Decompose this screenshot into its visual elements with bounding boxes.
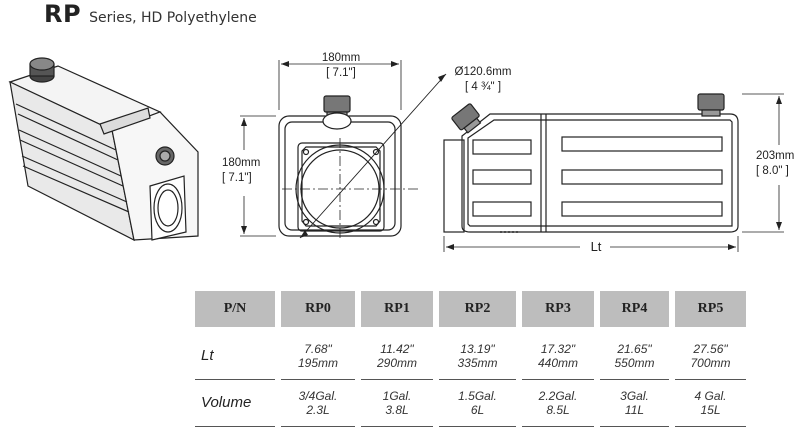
- front-view: [240, 60, 447, 240]
- technical-drawing: [8, 57, 784, 252]
- table-cell: 1.5Gal.6L: [439, 380, 516, 427]
- header-cell: RP2: [439, 291, 516, 327]
- table-cell: 27.56"700mm: [675, 333, 746, 380]
- side-height-dimension: 203mm [ 8.0" ]: [756, 150, 795, 177]
- table-cell: 1Gal.3.8L: [361, 380, 433, 427]
- table-cell: 3/4Gal.2.3L: [281, 380, 355, 427]
- table-row: Lt 7.68"195mm 11.42"290mm 13.19"335mm 17…: [195, 333, 746, 380]
- length-dimension: Lt: [590, 239, 602, 254]
- table-cell: 13.19"335mm: [439, 333, 516, 380]
- diameter-dimension: Ø120.6mm [ 4 ¾" ]: [454, 66, 512, 93]
- isometric-tank-illustration: [8, 57, 199, 242]
- table-cell: 4 Gal.15L: [675, 380, 746, 427]
- front-width-dimension: 180mm [ 7.1"]: [321, 52, 361, 79]
- row-label: Lt: [195, 333, 275, 380]
- table-cell: 2.2Gal.8.5L: [522, 380, 594, 427]
- side-view: [443, 93, 784, 252]
- header-cell: RP5: [675, 291, 746, 327]
- front-height-dimension: 180mm [ 7.1"]: [222, 157, 261, 184]
- row-label: Volume: [195, 380, 275, 427]
- specs-table: P/N RP0 RP1 RP2 RP3 RP4 RP5 Lt 7.68"195m…: [189, 291, 752, 427]
- table-cell: 7.68"195mm: [281, 333, 355, 380]
- table-header-row: P/N RP0 RP1 RP2 RP3 RP4 RP5: [195, 291, 746, 327]
- table-cell: 21.65"550mm: [600, 333, 669, 380]
- series-subtitle: Series, HD Polyethylene: [89, 10, 257, 26]
- page-title: RP Series, HD Polyethylene: [44, 0, 257, 28]
- header-cell: RP0: [281, 291, 355, 327]
- header-cell: RP4: [600, 291, 669, 327]
- header-cell: RP1: [361, 291, 433, 327]
- table-cell: 3Gal.11L: [600, 380, 669, 427]
- table-cell: 17.32"440mm: [522, 333, 594, 380]
- series-name: RP: [44, 0, 82, 28]
- table-row: Volume 3/4Gal.2.3L 1Gal.3.8L 1.5Gal.6L 2…: [195, 380, 746, 427]
- table-cell: 11.42"290mm: [361, 333, 433, 380]
- header-cell: P/N: [195, 291, 275, 327]
- header-cell: RP3: [522, 291, 594, 327]
